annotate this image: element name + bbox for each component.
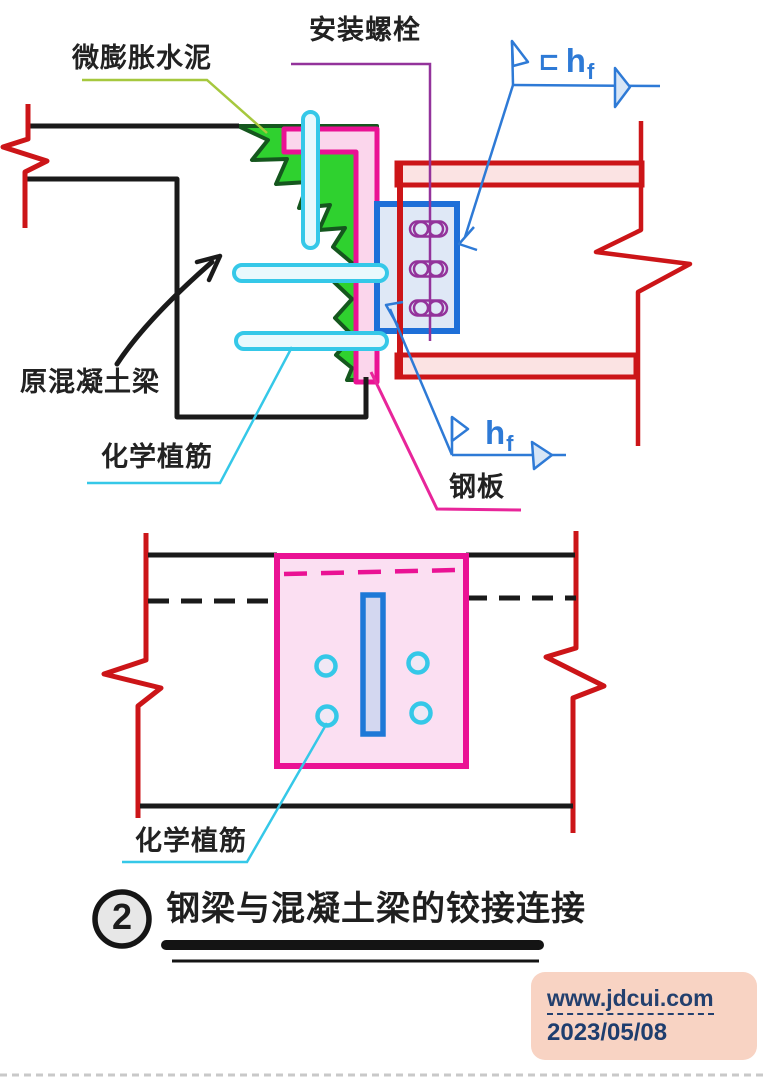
plan-shear-plate xyxy=(360,592,386,737)
weld-bottom-f: f xyxy=(506,431,514,456)
steel-plate-leader xyxy=(369,371,522,512)
label-chemical-anchor-2: 化学植筋 xyxy=(135,826,247,856)
label-chemical-anchor-1: 化学植筋 xyxy=(101,442,213,472)
concrete-beam-arrow xyxy=(114,259,215,367)
weld-top-h: h xyxy=(565,42,586,79)
weld-bottom-text: hf xyxy=(485,414,514,455)
weld-top-arrow-icon xyxy=(613,66,632,109)
plan-anchor-4 xyxy=(409,701,433,725)
expansion-cement-leader xyxy=(82,78,268,134)
weld-top-leader xyxy=(463,84,515,238)
steel-beam-top-flange xyxy=(394,160,645,188)
expansion-cement-hatch xyxy=(236,124,379,382)
break-line-plan-right xyxy=(543,531,607,833)
plan-anchor-2 xyxy=(315,704,339,728)
plan-plate-dashed-edge xyxy=(283,567,458,577)
chemical-anchor-upper xyxy=(232,263,389,283)
detail-title: 钢梁与混凝土梁的铰接连接 xyxy=(166,890,586,928)
plan-anchor-3 xyxy=(406,651,430,675)
install-bolt-leader xyxy=(291,62,432,341)
weld-bottom-arrowhead xyxy=(384,300,404,327)
break-line-left xyxy=(0,104,50,228)
weld-bottom-arrow-icon xyxy=(530,440,554,471)
weld-top-text: ⊏hf xyxy=(538,42,594,83)
weld-top-line xyxy=(512,83,661,88)
weld-symbol-top xyxy=(457,39,661,252)
break-line-beam-right xyxy=(593,121,693,446)
plan-anchor-holes xyxy=(314,651,433,728)
weld-top-pole xyxy=(510,40,515,86)
chemical-anchor-leader-2 xyxy=(122,722,329,864)
chemical-anchor-leader-1 xyxy=(87,346,294,485)
steel-angle-plate xyxy=(281,126,380,385)
chemical-anchor-lower xyxy=(234,331,389,351)
bolt-slot-2 xyxy=(408,260,449,278)
concrete-beam-outline xyxy=(27,176,369,420)
watermark-url[interactable]: www.jdcui.com xyxy=(547,985,714,1016)
weld-bottom-h: h xyxy=(485,414,506,451)
label-expansion-cement: 微膨胀水泥 xyxy=(72,43,212,73)
detail-number: 2 xyxy=(111,896,133,937)
weld-top-flag-icon xyxy=(510,39,530,68)
label-steel-plate: 钢板 xyxy=(449,472,505,502)
label-original-concrete-beam: 原混凝土梁 xyxy=(20,367,160,397)
bolt-slot-3 xyxy=(408,299,449,317)
bolt-1b xyxy=(427,220,445,238)
weld-bottom-leader xyxy=(388,308,454,456)
weld-top-arrowhead xyxy=(457,226,478,252)
bolt-3b xyxy=(427,299,445,317)
watermark-box: www.jdcui.com 2023/05/08 xyxy=(531,972,757,1060)
bolt-slot-1 xyxy=(408,220,449,238)
weld-bottom-flag-icon xyxy=(450,415,470,443)
steel-beam-bottom-flange xyxy=(394,352,639,380)
concrete-beam-arrowhead xyxy=(194,253,223,283)
detail-number-badge xyxy=(92,889,152,949)
anchor-bolt-vertical xyxy=(301,110,320,250)
weld-top-f: f xyxy=(586,59,595,84)
break-line-plan-left xyxy=(101,533,164,818)
bolt-2b xyxy=(427,260,445,278)
watermark-date: 2023/05/08 xyxy=(547,1019,668,1047)
plan-anchor-1 xyxy=(314,654,338,678)
label-install-bolt: 安装螺栓 xyxy=(309,15,421,45)
weld-symbol-bottom xyxy=(384,300,566,471)
weld-top-bracket: ⊏ xyxy=(538,47,560,77)
bolt-group xyxy=(408,220,449,317)
